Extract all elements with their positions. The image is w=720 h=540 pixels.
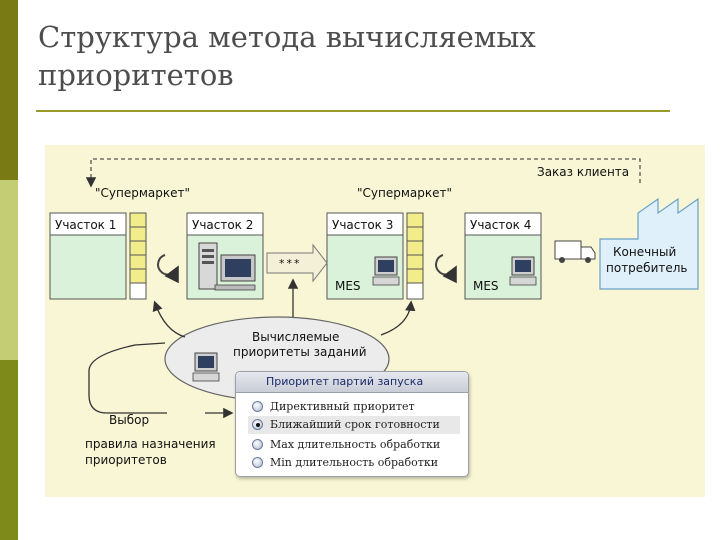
cycle-arrow-icon xyxy=(157,254,179,284)
radio-icon[interactable] xyxy=(252,457,263,468)
slide-title-line-1: Структура метода вычисляемых xyxy=(38,20,536,54)
rules-label-line-1: правила назначения xyxy=(85,437,216,451)
supermarket-label-2: "Супермаркет" xyxy=(357,186,453,200)
truck-icon xyxy=(554,240,596,263)
slide-title: Структура метода вычисляемых приоритетов xyxy=(38,18,678,94)
priority-panel-header: Приоритет партий запуска xyxy=(236,372,468,393)
diagram-graphics xyxy=(49,158,699,419)
computed-priorities-line-2: приоритеты заданий xyxy=(233,345,367,359)
rules-label-line-2: приоритетов xyxy=(85,453,167,467)
consumer-label-line-2: потребитель xyxy=(606,261,688,275)
flow-arrow xyxy=(266,243,328,283)
customer-order-label: Заказ клиента xyxy=(537,165,630,179)
priority-panel: Приоритет партий запуска Директивный при… xyxy=(235,371,469,477)
choice-label: Выбор xyxy=(109,413,150,427)
radio-icon[interactable] xyxy=(252,401,263,412)
site-box-1 xyxy=(49,212,127,300)
sidebar-block-top xyxy=(0,0,18,180)
priority-option-label: Ближайший срок готовности xyxy=(270,418,440,431)
priority-option-directive[interactable]: Директивный приоритет xyxy=(248,398,460,416)
monitor-icon xyxy=(509,256,537,286)
site-label-1: Участок 1 xyxy=(55,218,117,232)
priority-option-max-duration[interactable]: Max длительность обработки xyxy=(248,436,460,454)
supermarket-stack-1 xyxy=(129,212,147,300)
cycle-arrow-icon xyxy=(435,254,457,284)
workstation-icon xyxy=(198,242,256,291)
sidebar-block-middle xyxy=(0,180,18,360)
site-label-2: Участок 2 xyxy=(192,218,254,232)
site-label-4: Участок 4 xyxy=(470,218,532,232)
mes-label-1: MES xyxy=(335,279,361,293)
consumer-label-line-1: Конечный xyxy=(613,245,677,259)
title-underline xyxy=(36,110,670,112)
factory-icon xyxy=(599,197,699,290)
priority-panel-title: Приоритет партий запуска xyxy=(266,375,424,388)
slide-sidebar xyxy=(0,0,18,540)
priority-option-min-duration[interactable]: Min длительность обработки xyxy=(248,454,460,472)
slide-title-line-2: приоритетов xyxy=(38,58,234,92)
radio-selected-icon[interactable] xyxy=(252,419,263,430)
monitor-icon xyxy=(192,352,220,382)
connector-arrows xyxy=(88,278,416,419)
monitor-icon xyxy=(372,256,400,286)
process-diagram: Заказ клиента "Супермаркет" "Супермаркет… xyxy=(45,145,705,497)
site-label-3: Участок 3 xyxy=(332,218,394,232)
priority-option-label: Max длительность обработки xyxy=(270,438,441,451)
priority-option-nearest-due[interactable]: Ближайший срок готовности xyxy=(248,416,460,434)
flow-ellipsis: *** xyxy=(279,257,302,270)
supermarket-stack-2 xyxy=(406,212,424,300)
radio-icon[interactable] xyxy=(252,439,263,450)
sidebar-block-bottom xyxy=(0,360,18,540)
supermarket-label-1: "Супермаркет" xyxy=(95,186,191,200)
priority-option-label: Директивный приоритет xyxy=(270,400,415,413)
computed-priorities-line-1: Вычисляемые xyxy=(252,330,340,344)
mes-label-2: MES xyxy=(473,279,499,293)
priority-option-label: Min длительность обработки xyxy=(270,456,439,469)
